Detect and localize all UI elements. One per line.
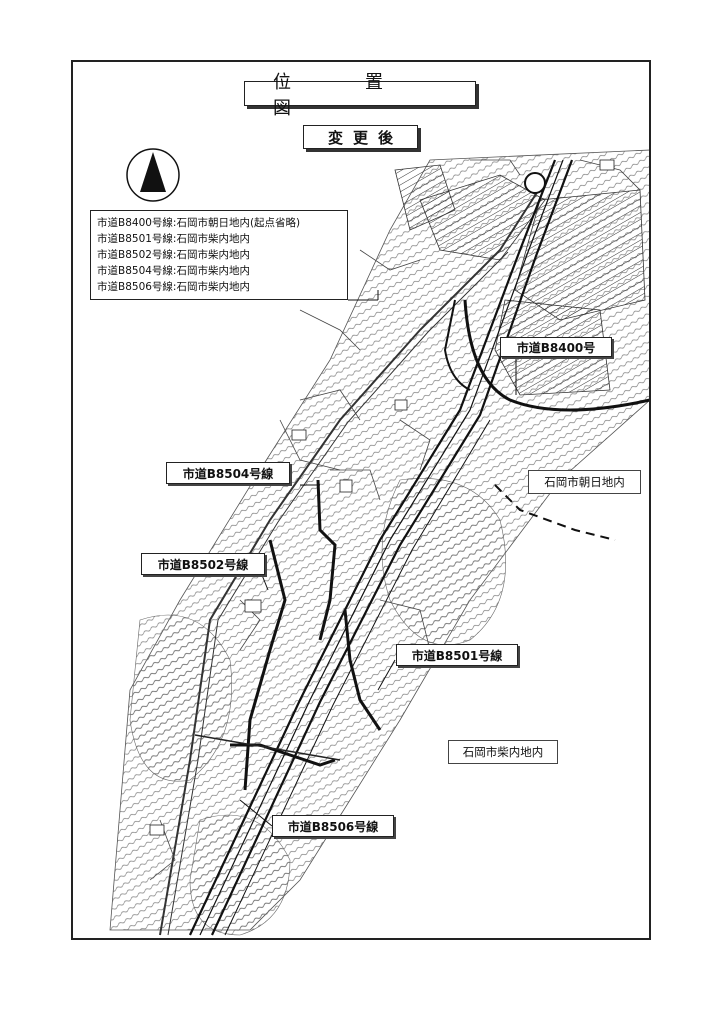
legend-line-b8400: 市道B8400号線:石岡市朝日地内(起点省略) xyxy=(97,217,301,229)
road-b8506 xyxy=(230,743,336,767)
road-b8501 xyxy=(343,609,382,731)
field-area-1 xyxy=(419,174,546,261)
road-b8504 xyxy=(316,479,337,641)
legend-line-b8502: 市道B8502号線:石岡市柴内地内 xyxy=(97,249,250,261)
label-road-b8506: 市道B8506号線 xyxy=(272,815,394,837)
district-boundary xyxy=(494,484,616,541)
area-label-shibauchi: 石岡市柴内地内 xyxy=(448,740,558,764)
legend-box: 市道B8400号線:石岡市朝日地内(起点省略) 市道B8501号線:石岡市柴内地… xyxy=(90,210,348,300)
road-b8400 xyxy=(463,299,649,412)
legend-line-b8506: 市道B8506号線:石岡市柴内地内 xyxy=(97,281,250,293)
label-road-b8502: 市道B8502号線 xyxy=(141,553,265,575)
page-subtitle: 変更後 xyxy=(303,125,418,149)
area-label-asahi: 石岡市朝日地内 xyxy=(528,470,641,494)
north-arrow-icon xyxy=(126,148,180,202)
road-b8502 xyxy=(243,539,287,791)
label-road-b8504: 市道B8504号線 xyxy=(166,462,290,484)
legend-line-b8504: 市道B8504号線:石岡市柴内地内 xyxy=(97,265,250,277)
page-title: 位 置 図 xyxy=(244,72,476,119)
map-frame xyxy=(71,60,651,940)
legend-line-b8501: 市道B8501号線:石岡市柴内地内 xyxy=(97,233,250,245)
label-road-b8400: 市道B8400号 xyxy=(500,337,612,357)
hill-contours xyxy=(381,478,506,646)
local-road xyxy=(159,179,546,936)
label-road-b8501: 市道B8501号線 xyxy=(396,644,518,666)
field-area-4 xyxy=(394,164,456,231)
